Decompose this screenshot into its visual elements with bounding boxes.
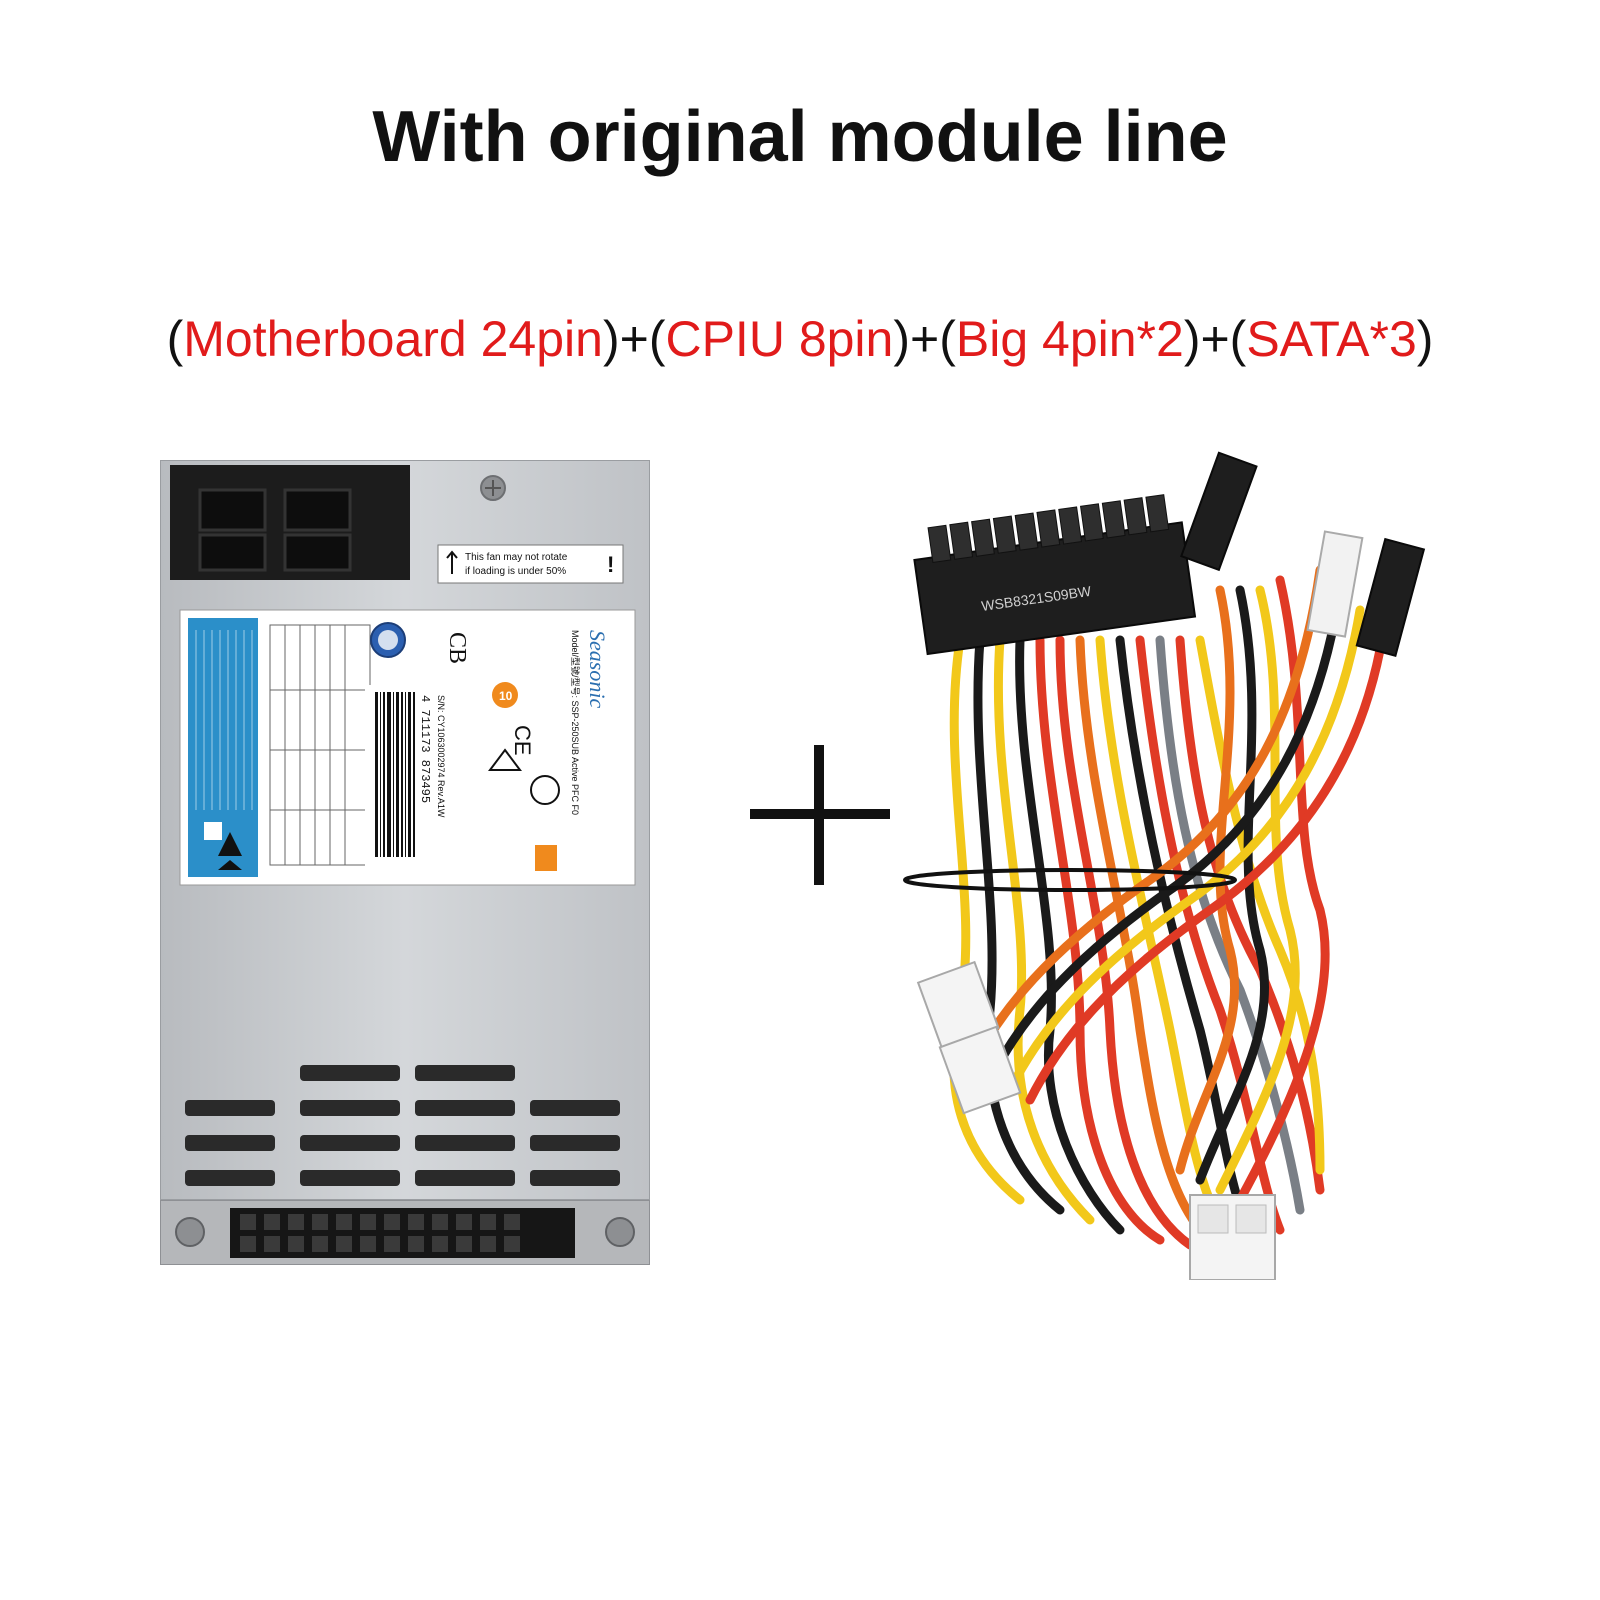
cpu-8pin-connector bbox=[1189, 1194, 1276, 1280]
cb-mark: CB bbox=[444, 632, 470, 664]
subtitle-cpu: CPIU 8pin bbox=[665, 311, 894, 367]
subtitle-sep: )+( bbox=[893, 311, 956, 367]
molex-4pin-connector bbox=[938, 1025, 1022, 1115]
cable-harness-image: WSB8321S09BW bbox=[903, 451, 1426, 1280]
plus-icon bbox=[750, 745, 890, 885]
svg-text:!: ! bbox=[607, 552, 614, 577]
subtitle-paren: ( bbox=[166, 311, 184, 367]
subtitle-sata: SATA*3 bbox=[1246, 311, 1417, 367]
subtitle-sep: )+( bbox=[602, 311, 666, 367]
power-supply-image: This fan may not rotate if loading is un… bbox=[160, 460, 650, 1200]
product-subtitle: (Motherboard 24pin)+(CPIU 8pin)+(Big 4pi… bbox=[0, 310, 1600, 368]
fan-notice-line2: if loading is under 50% bbox=[465, 566, 566, 577]
screw-icon bbox=[175, 1217, 205, 1247]
fan-notice-line1: This fan may not rotate bbox=[465, 552, 568, 563]
psu-24pin-socket bbox=[230, 1208, 575, 1258]
fan-notice-sticker bbox=[437, 544, 624, 584]
warning-panel bbox=[188, 618, 258, 877]
atx-24pin-connector: WSB8321S09BW bbox=[913, 494, 1197, 656]
sata-connector bbox=[1180, 451, 1258, 572]
cable-tie bbox=[903, 868, 1237, 892]
sata-connector bbox=[1306, 530, 1364, 638]
subtitle-paren: ) bbox=[1416, 311, 1434, 367]
ten-year-badge-icon bbox=[492, 682, 518, 708]
eighty-plus-badge bbox=[535, 845, 557, 871]
sata-connector bbox=[1355, 537, 1426, 657]
serial-number: S/N: CY1063002974 Rev.A1W bbox=[436, 695, 446, 818]
page-title: With original module line bbox=[372, 97, 1228, 177]
svg-text:10: 10 bbox=[499, 689, 513, 703]
barcode-number: 4 711173 873495 bbox=[418, 695, 432, 803]
model-text: Model/型號/型号: SSP-250SUB Active PFC F0 bbox=[570, 630, 581, 815]
screw-icon bbox=[605, 1217, 635, 1247]
subtitle-big4pin: Big 4pin*2 bbox=[955, 311, 1184, 367]
subtitle-sep: )+( bbox=[1183, 311, 1247, 367]
barcode bbox=[365, 685, 420, 870]
psu-vent-grille bbox=[185, 1065, 620, 1186]
psu-bottom-panel bbox=[160, 1200, 650, 1265]
brand-name: Seasonic bbox=[585, 630, 610, 708]
subtitle-motherboard: Motherboard 24pin bbox=[183, 311, 603, 367]
ccc-mark-icon bbox=[530, 775, 560, 805]
ce-mark: CE bbox=[510, 725, 535, 756]
